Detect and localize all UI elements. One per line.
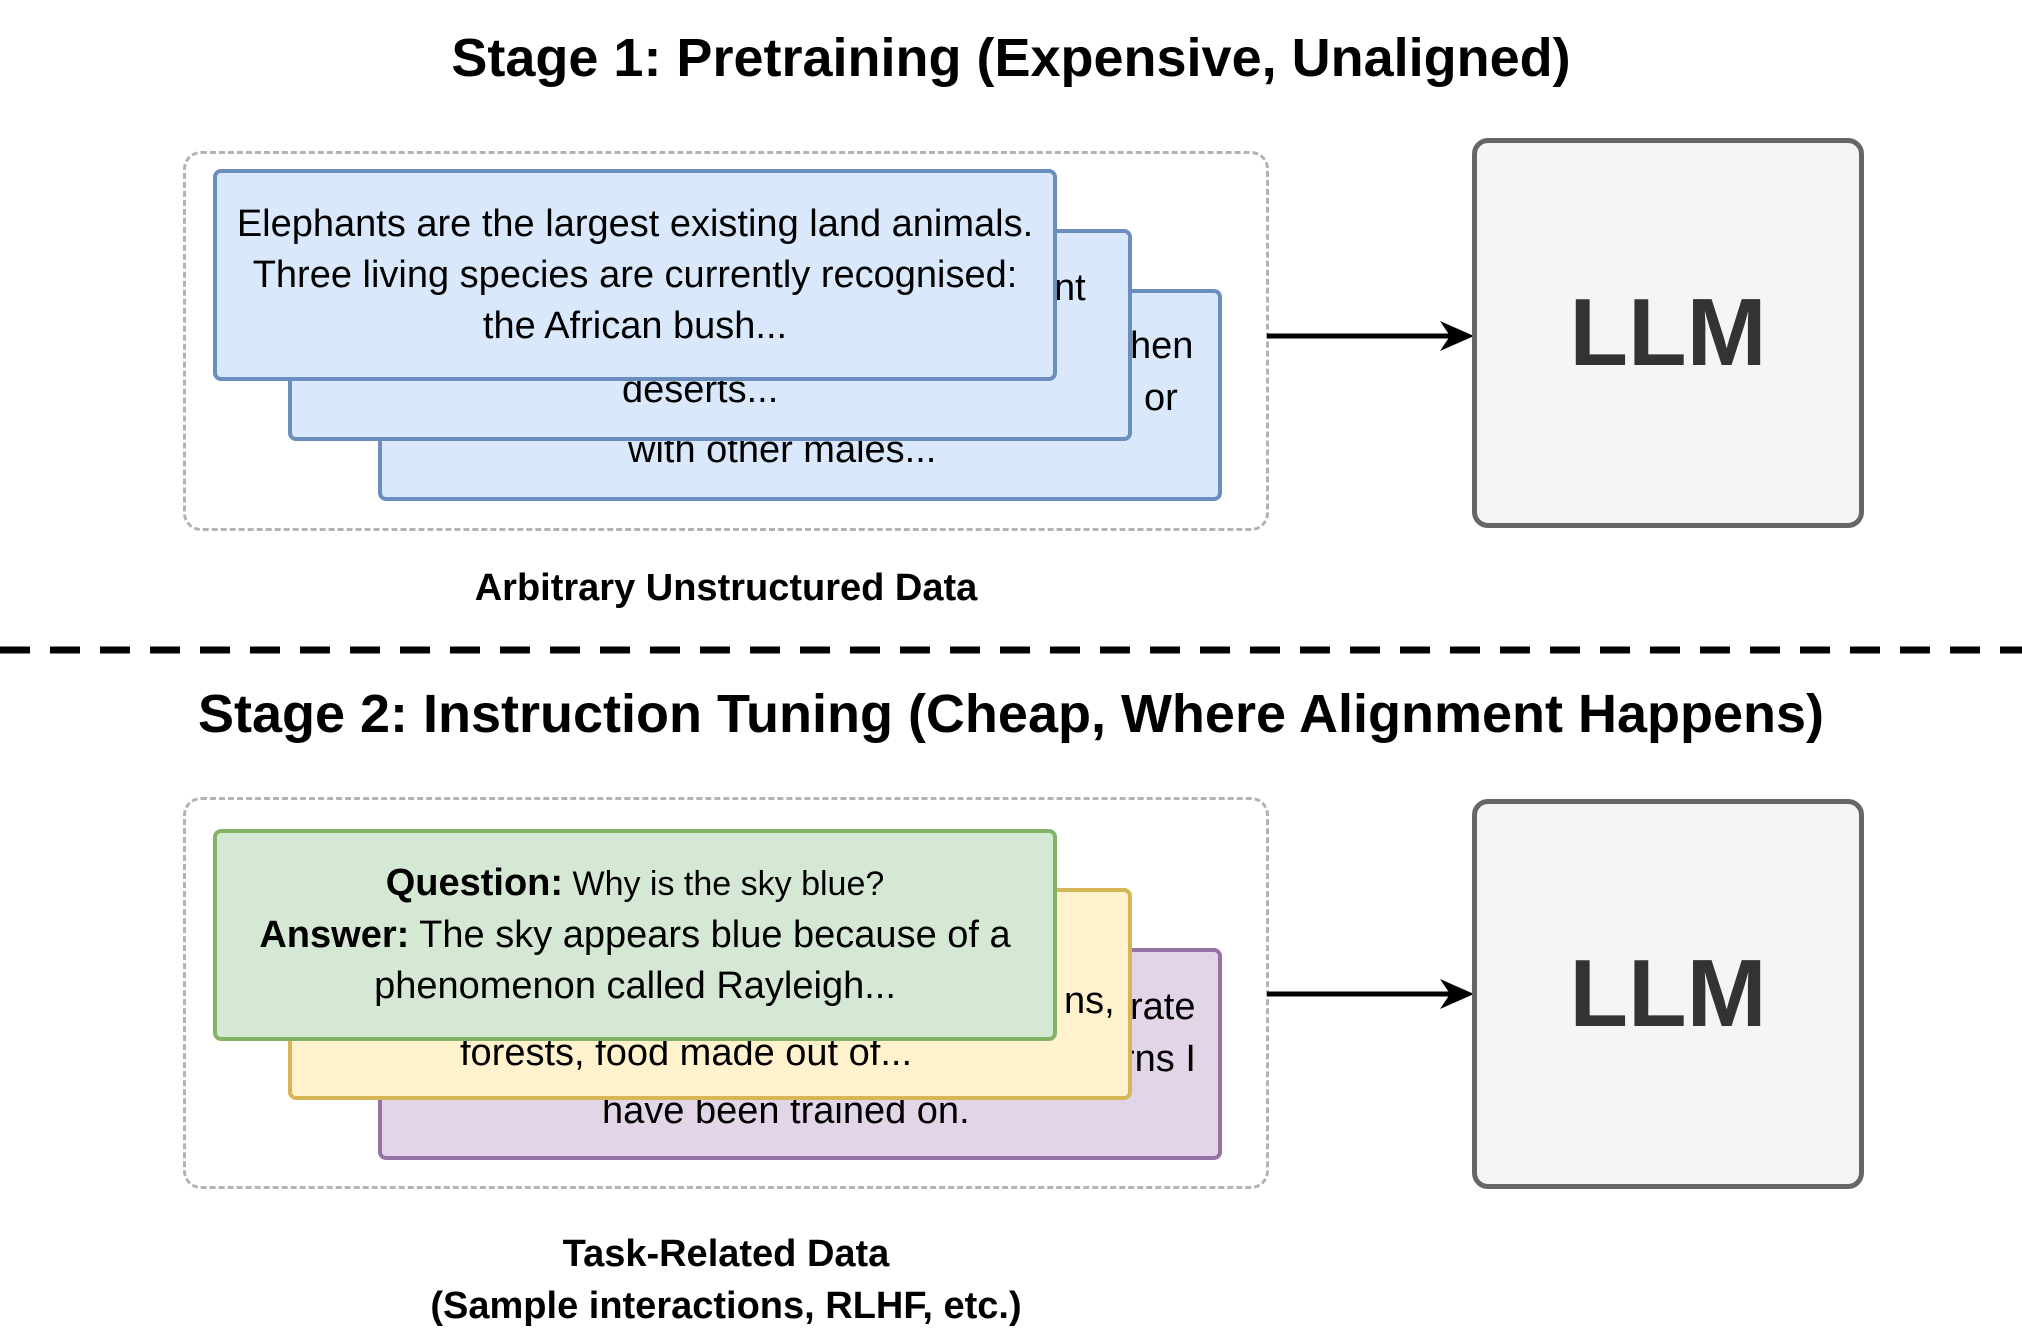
- stage2-arrow: [1267, 979, 1474, 1009]
- card-text-fragment: hen: [1130, 325, 1194, 367]
- question-text: Why is the sky blue?: [563, 865, 885, 903]
- stage2-title: Stage 2: Instruction Tuning (Cheap, Wher…: [197, 684, 1825, 744]
- stage1-llm-box: LLM: [1472, 138, 1864, 528]
- stage2-caption-line1: Task-Related Data: [562, 1233, 890, 1275]
- stage2-card-front: Question: Why is the sky blue? Answer: T…: [213, 829, 1057, 1041]
- stage2-caption: Task-Related Data (Sample interactions, …: [183, 1228, 1269, 1332]
- stage1-title: Stage 1: Pretraining (Expensive, Unalign…: [451, 28, 1571, 88]
- stage-separator: [0, 646, 2022, 654]
- stage1-card-front-text: Elephants are the largest existing land …: [236, 202, 1034, 347]
- answer-text: The sky appears blue because of a phenom…: [374, 914, 1011, 1007]
- card-text-fragment: nt: [1054, 267, 1086, 309]
- stage2-llm-label: LLM: [1569, 940, 1767, 1047]
- answer-line: Answer: The sky appears blue because of …: [233, 910, 1037, 1012]
- stage2-card-front-text: Question: Why is the sky blue? Answer: T…: [233, 858, 1037, 1012]
- stage1-card-front: Elephants are the largest existing land …: [213, 169, 1057, 381]
- question-line: Question: Why is the sky blue?: [233, 858, 1037, 910]
- answer-label: Answer:: [259, 914, 410, 956]
- card-text-fragment: rate: [1130, 986, 1196, 1028]
- stage2-llm-box: LLM: [1472, 799, 1864, 1189]
- card-text-fragment: or: [1144, 377, 1178, 419]
- stage1-caption: Arbitrary Unstructured Data: [474, 567, 978, 609]
- stage1-data-container: [183, 151, 1269, 531]
- stage2-caption-line2: (Sample interactions, RLHF, etc.): [430, 1285, 1022, 1327]
- stage1-arrow: [1267, 321, 1474, 351]
- card-text-fragment: ns,: [1064, 980, 1115, 1022]
- question-label: Question:: [385, 862, 564, 904]
- stage1-llm-label: LLM: [1569, 279, 1767, 386]
- card-text-fragment: rns I: [1122, 1038, 1196, 1080]
